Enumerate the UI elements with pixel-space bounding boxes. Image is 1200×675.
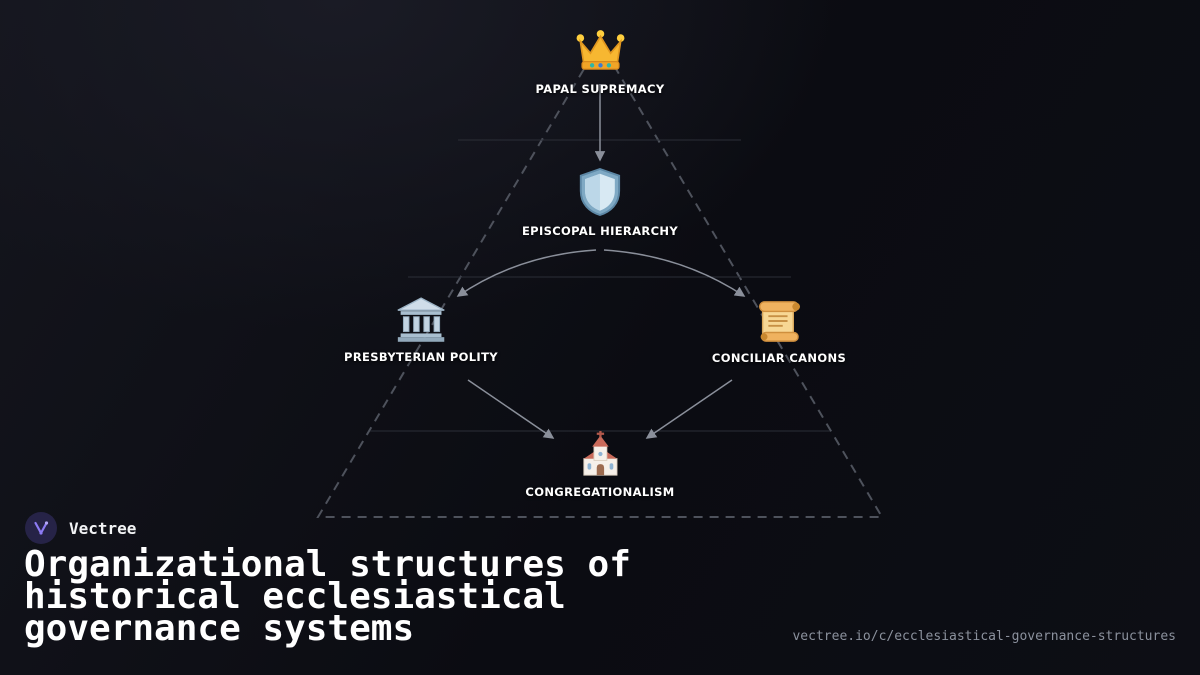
temple-icon (397, 297, 445, 342)
page-title: Organizational structures of historical … (24, 544, 631, 649)
page-title-line: governance systems (24, 608, 415, 649)
edge-episcopal-to-presbyterian (456, 249, 597, 297)
crown-icon (576, 30, 624, 70)
page-title-line: Organizational structures of (24, 544, 631, 585)
vectree-logo-icon (34, 521, 49, 535)
node-label: CONGREGATIONALISM (525, 485, 675, 499)
node-congregationalism: CONGREGATIONALISM (525, 430, 674, 499)
card-url: vectree.io/c/ecclesiastical-governance-s… (792, 629, 1176, 644)
shield-icon (579, 167, 621, 217)
node-papal-supremacy: PAPAL SUPREMACY (536, 28, 665, 96)
node-label: PAPAL SUPREMACY (535, 82, 665, 96)
church-icon (582, 431, 618, 476)
brand-name: Vectree (69, 518, 137, 538)
node-conciliar-canons: CONCILIAR CANONS (712, 298, 846, 365)
page-title-line: historical ecclesiastical (24, 576, 566, 617)
scroll-icon (759, 301, 801, 342)
edge-episcopal-to-conciliar (603, 249, 746, 297)
brand-logo (25, 512, 57, 544)
edge-presbyterian-to-congregational (467, 379, 555, 439)
triangle-outline (316, 40, 884, 518)
edge-conciliar-to-congregational (645, 379, 733, 439)
brand: Vectree (25, 512, 136, 544)
node-label: PRESBYTERIAN POLITY (344, 350, 498, 364)
node-label: EPISCOPAL HIERARCHY (521, 224, 679, 238)
node-label: CONCILIAR CANONS (711, 351, 847, 365)
node-presbyterian-polity: PRESBYTERIAN POLITY (344, 296, 498, 364)
node-episcopal-hierarchy: EPISCOPAL HIERARCHY (522, 167, 678, 238)
